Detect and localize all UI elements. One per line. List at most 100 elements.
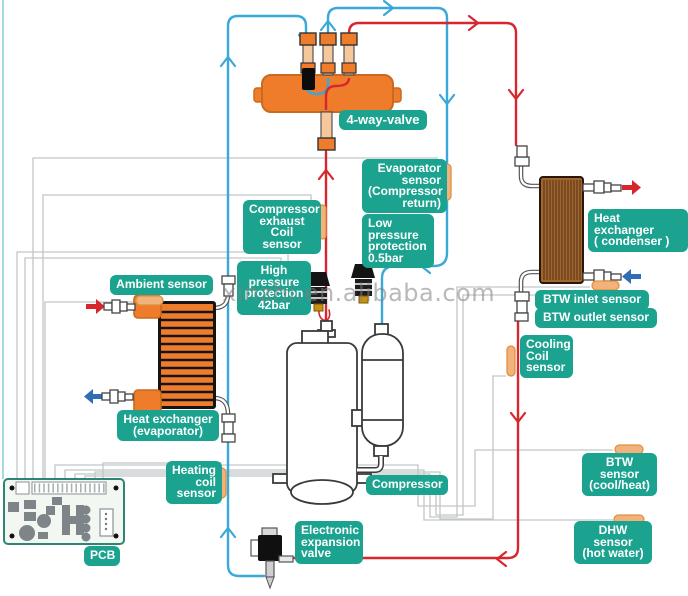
valve-port-right-cap (340, 32, 358, 46)
label-compressor: Compressor (366, 475, 448, 495)
label-evaporator-sensor: Evaporator sensor (Compressor return) (362, 159, 447, 213)
label-cooling-coil-sensor: Cooling Coil sensor (520, 335, 573, 378)
cond-fittings (514, 145, 622, 322)
electronic-expansion-valve (250, 527, 294, 590)
pcb-screw-tl (9, 485, 15, 491)
valve-top-ports (299, 32, 358, 90)
label-btw-sensor-cool-heat: BTW sensor (cool/heat) (582, 453, 657, 496)
high-pressure-switch (306, 272, 330, 312)
label-electronic-expansion-valve: Electronic expansion valve (295, 521, 363, 564)
accumulator-shell (361, 333, 404, 447)
condenser-inlet-arrow (622, 269, 641, 284)
compressor-bottom-dome (290, 479, 354, 505)
pcb-connector-large (31, 481, 107, 495)
label-dhw-sensor-hot-water: DHW sensor (hot water) (574, 521, 652, 564)
evap-right-fittings (221, 275, 236, 443)
eev-top-cap (261, 527, 278, 537)
accumulator-outlet-elbow-inner (357, 456, 383, 472)
valve-bottom-collar (317, 137, 336, 151)
condenser (514, 145, 622, 322)
cooling-coil-sensor-capsule (506, 345, 516, 377)
evaporator (101, 275, 236, 443)
ambient-sensor-capsule (135, 295, 164, 306)
label-heating-coil-sensor: Heating coil sensor (166, 461, 222, 504)
low-pressure-switch (351, 264, 375, 304)
valve-port-mid-collar (320, 62, 336, 74)
wire-ambient-sensor (44, 301, 136, 480)
cond-plate-ribs (543, 180, 581, 280)
pipe-condenser-to-eev (292, 318, 520, 560)
valve-port-mid-cap (319, 32, 337, 46)
valve-internal-hot-passage (324, 77, 351, 110)
label-pcb: PCB (84, 546, 120, 566)
valve-bottom-stem (320, 111, 333, 141)
valve-port-right-collar (341, 62, 357, 74)
evaporator-outlet-arrow (84, 389, 103, 404)
pcb-screw-tr (113, 485, 119, 491)
label-compressor-exhaust-coil-sensor: Compressor exhaust Coil sensor (243, 200, 321, 254)
pcb-connector-side-pins (104, 512, 108, 531)
pcb-components (8, 497, 91, 542)
arrow-down-liquid-line (509, 411, 527, 424)
accumulator (357, 323, 404, 473)
four-way-valve (253, 32, 402, 151)
accumulator-outlet-elbow-outer (357, 456, 384, 473)
arrow-right-top-run (382, 0, 395, 17)
pcb-connector-side (99, 508, 114, 537)
label-heat-exchanger-condenser: Heat exchanger ( condenser ) (588, 209, 688, 252)
pipe-evaporator-to-valve (226, 14, 308, 578)
arrow-down-right-run (438, 93, 456, 106)
arrow-down-condenser-feed (507, 88, 525, 101)
pcb-connector-small (15, 481, 30, 495)
arrow-right-to-condenser (467, 14, 480, 32)
label-four-way-valve: 4-way-valve (339, 110, 427, 130)
wire-btw-coolheat-sensor (54, 449, 613, 507)
arrow-left-to-eev (495, 550, 508, 568)
hp-switch-nut (313, 303, 324, 312)
wire-btw-outlet-sensor (84, 294, 590, 516)
eev-outlet-tube (278, 555, 294, 563)
label-ambient-sensor: Ambient sensor (110, 275, 213, 295)
evap-left-fittings (101, 299, 136, 404)
flow-arrows-hot (317, 14, 527, 568)
arrow-up-left-run-top (219, 55, 237, 68)
label-btw-outlet-sensor: BTW outlet sensor (535, 308, 657, 328)
label-btw-inlet-sensor: BTW inlet sensor (535, 290, 649, 310)
lp-switch-nut (358, 295, 369, 304)
arrow-up-discharge (317, 168, 335, 181)
eev-coil-body (258, 535, 282, 561)
compressor-discharge-tube (320, 320, 333, 332)
label-heat-exchanger-evaporator: Heat exchanger (evaporator) (117, 410, 219, 441)
compressor-terminal-box (301, 330, 329, 345)
cond-pipe-topleft-inner (519, 166, 540, 188)
pcb-screw-br (113, 533, 119, 539)
btw-inlet-sensor-capsule (591, 280, 620, 291)
label-high-pressure-protection: High pressure protection 42bar (237, 261, 311, 315)
arrow-up-left-run-bottom (219, 526, 237, 539)
compressor (272, 320, 372, 505)
valve-pilot-solenoid (302, 68, 315, 90)
pcb-board (3, 478, 125, 545)
compressor-shell (286, 342, 358, 494)
hp-switch-cap (306, 272, 330, 286)
evap-pipe-bottomright-inner (213, 396, 230, 415)
sensor-wire-harness (16, 157, 613, 521)
condenser-outlet-arrow (622, 180, 641, 195)
cond-pipe-bottomleft-inner (519, 270, 540, 292)
valve-port-left-cap (299, 32, 317, 46)
hp-switch-body (310, 287, 327, 304)
label-low-pressure-protection: Low pressure protection 0.5bar (362, 214, 434, 268)
eev-needle-tip (265, 576, 275, 590)
lp-switch-body (355, 279, 372, 296)
pcb-screw-bl (9, 533, 15, 539)
evap-fin-lines (161, 310, 213, 402)
wire-cooling-coil-sensor (94, 375, 506, 520)
arrow-up-valve-mid (319, 19, 337, 32)
evaporator-inlet-arrow (86, 299, 105, 314)
port-arrows (84, 180, 641, 404)
pcb-heatsink (62, 505, 84, 535)
wire-dhw-sensor (64, 469, 613, 521)
eev-needle-body (265, 560, 275, 578)
accumulator-outlet-tube (373, 445, 389, 457)
